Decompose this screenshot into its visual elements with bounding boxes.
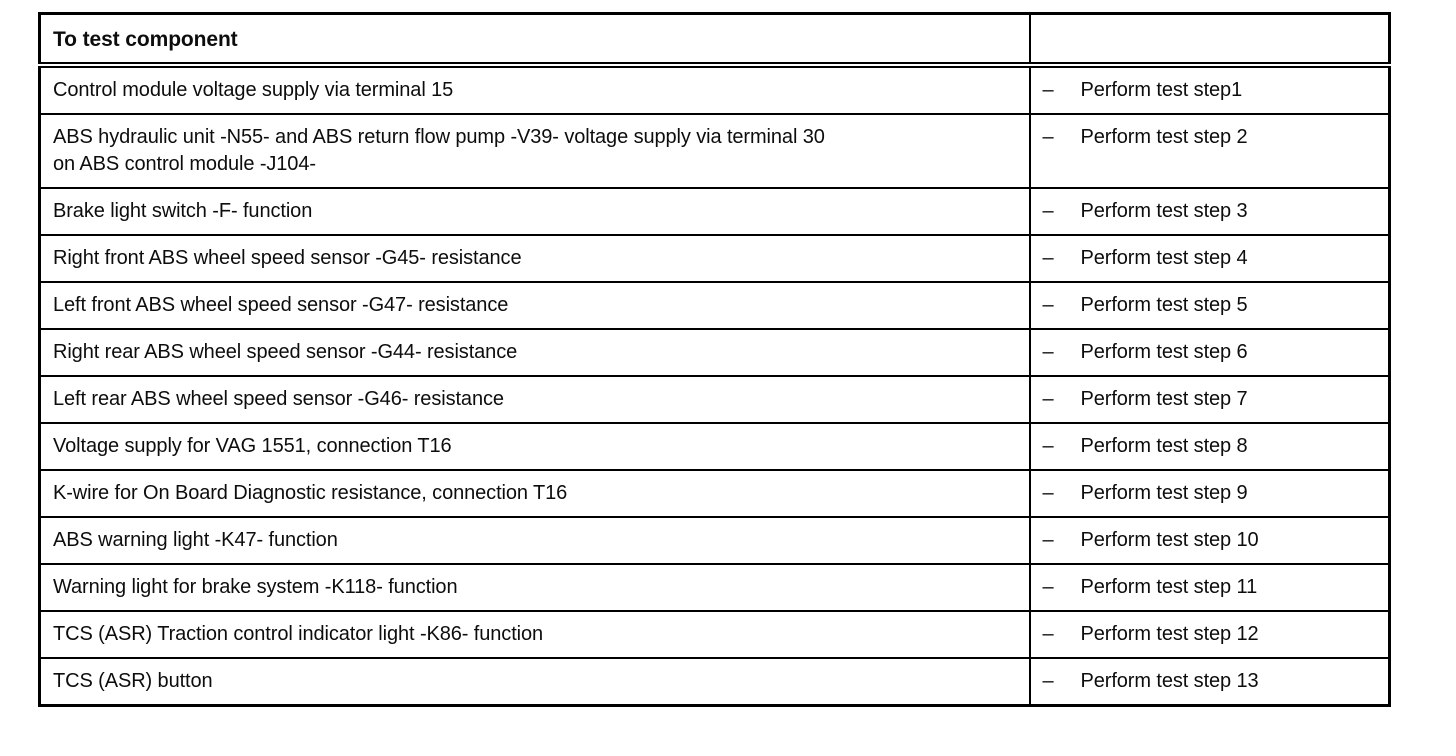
header-action-cell	[1028, 12, 1391, 68]
action-label: Perform test step 7	[1080, 388, 1248, 410]
table-row: Left front ABS wheel speed sensor -G47- …	[38, 281, 1391, 330]
action-label: Perform test step 11	[1080, 576, 1258, 598]
action-label: Perform test step 9	[1080, 482, 1248, 504]
action-label: Perform test step 2	[1080, 126, 1248, 148]
dash-marker: –	[1042, 623, 1054, 645]
table-header-row: To test component	[38, 12, 1391, 68]
action-label: Perform test step1	[1080, 79, 1243, 101]
table-row: K-wire for On Board Diagnostic resistanc…	[38, 469, 1391, 518]
dash-marker: –	[1042, 576, 1054, 598]
dash-marker: –	[1042, 79, 1054, 101]
table-row: Control module voltage supply via termin…	[38, 64, 1391, 115]
component-cell: Control module voltage supply via termin…	[38, 64, 1031, 115]
action-cell: – Perform test step 12	[1028, 610, 1391, 659]
action-cell: – Perform test step 7	[1028, 375, 1391, 424]
dash-marker: –	[1042, 126, 1054, 148]
table-row: Right front ABS wheel speed sensor -G45-…	[38, 234, 1391, 283]
table-row: ABS warning light -K47- function – Perfo…	[38, 516, 1391, 565]
component-cell: Right rear ABS wheel speed sensor -G44- …	[38, 328, 1031, 377]
action-label: Perform test step 5	[1080, 294, 1248, 316]
action-cell: – Perform test step 5	[1028, 281, 1391, 330]
table-row: TCS (ASR) Traction control indicator lig…	[38, 610, 1391, 659]
action-label: Perform test step 10	[1080, 529, 1259, 551]
dash-marker: –	[1042, 341, 1054, 363]
component-cell: TCS (ASR) Traction control indicator lig…	[38, 610, 1031, 659]
dash-marker: –	[1042, 294, 1054, 316]
table-row: TCS (ASR) button – Perform test step 13	[38, 657, 1391, 707]
component-cell: Left front ABS wheel speed sensor -G47- …	[38, 281, 1031, 330]
action-label: Perform test step 8	[1080, 435, 1248, 457]
action-label: Perform test step 12	[1080, 623, 1259, 645]
dash-marker: –	[1042, 435, 1054, 457]
table-row: ABS hydraulic unit -N55- and ABS return …	[38, 113, 1391, 189]
action-cell: – Perform test step 6	[1028, 328, 1391, 377]
action-cell: – Perform test step 8	[1028, 422, 1391, 471]
component-cell: Brake light switch -F- function	[38, 187, 1031, 236]
action-cell: – Perform test step 2	[1028, 113, 1391, 189]
dash-marker: –	[1042, 247, 1054, 269]
action-label: Perform test step 3	[1080, 200, 1248, 222]
test-component-table: To test component Control module voltage…	[38, 12, 1391, 707]
component-cell: K-wire for On Board Diagnostic resistanc…	[38, 469, 1031, 518]
table-row: Warning light for brake system -K118- fu…	[38, 563, 1391, 612]
table-row: Voltage supply for VAG 1551, connection …	[38, 422, 1391, 471]
action-cell: – Perform test step 10	[1028, 516, 1391, 565]
action-cell: – Perform test step1	[1028, 64, 1391, 115]
action-cell: – Perform test step 13	[1028, 657, 1391, 707]
action-label: Perform test step 6	[1080, 341, 1248, 363]
action-cell: – Perform test step 11	[1028, 563, 1391, 612]
dash-marker: –	[1042, 670, 1054, 692]
component-cell: Warning light for brake system -K118- fu…	[38, 563, 1031, 612]
action-label: Perform test step 4	[1080, 247, 1248, 269]
action-cell: – Perform test step 4	[1028, 234, 1391, 283]
component-cell: TCS (ASR) button	[38, 657, 1031, 707]
action-cell: – Perform test step 9	[1028, 469, 1391, 518]
component-cell: ABS warning light -K47- function	[38, 516, 1031, 565]
table-row: Brake light switch -F- function – Perfor…	[38, 187, 1391, 236]
document-page: To test component Control module voltage…	[38, 12, 1391, 707]
header-component-cell: To test component	[38, 12, 1031, 68]
action-label: Perform test step 13	[1080, 670, 1259, 692]
component-cell: Voltage supply for VAG 1551, connection …	[38, 422, 1031, 471]
dash-marker: –	[1042, 388, 1054, 410]
component-cell: Right front ABS wheel speed sensor -G45-…	[38, 234, 1031, 283]
dash-marker: –	[1042, 482, 1054, 504]
action-cell: – Perform test step 3	[1028, 187, 1391, 236]
component-cell: ABS hydraulic unit -N55- and ABS return …	[38, 113, 1031, 189]
table-row: Right rear ABS wheel speed sensor -G44- …	[38, 328, 1391, 377]
component-cell: Left rear ABS wheel speed sensor -G46- r…	[38, 375, 1031, 424]
dash-marker: –	[1042, 529, 1054, 551]
dash-marker: –	[1042, 200, 1054, 222]
table-row: Left rear ABS wheel speed sensor -G46- r…	[38, 375, 1391, 424]
